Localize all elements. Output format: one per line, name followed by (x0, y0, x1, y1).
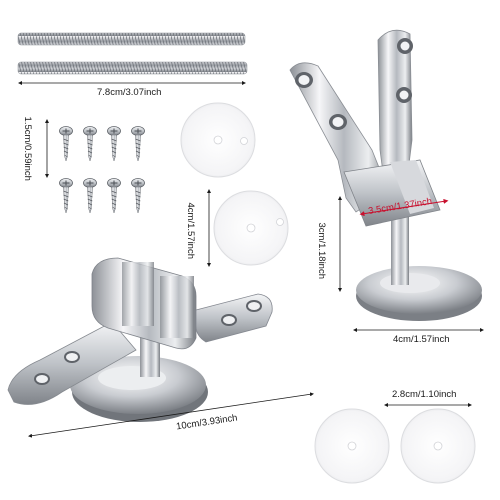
screw (107, 126, 121, 162)
screw (83, 178, 97, 214)
screw (131, 126, 145, 162)
base-diameter-label: 4cm/1.57inch (393, 334, 450, 345)
small-washer (400, 408, 476, 484)
screw (107, 178, 121, 214)
screw-length-label: 1.5cm/0.59inch (21, 116, 33, 181)
screw (59, 126, 73, 162)
hinge-height-label: 3cm/1.18inch (316, 222, 328, 280)
large-washer-label: 4cm/1.57inch (185, 202, 197, 260)
screw-set (59, 126, 145, 214)
screw (131, 178, 145, 214)
screw (83, 126, 97, 162)
small-washer-label: 2.8cm/1.10inch (392, 389, 457, 400)
threaded-rod (17, 32, 246, 46)
large-washer (180, 102, 256, 178)
screw (59, 178, 73, 214)
hinge-span-dimension-line (28, 392, 314, 438)
rod-length-label: 7.8cm/3.07inch (97, 87, 162, 98)
hinge-width-arrow (359, 198, 449, 217)
large-washer (213, 190, 289, 266)
left-hinge (7, 257, 273, 422)
threaded-rod (17, 61, 248, 75)
small-washer (314, 408, 390, 484)
